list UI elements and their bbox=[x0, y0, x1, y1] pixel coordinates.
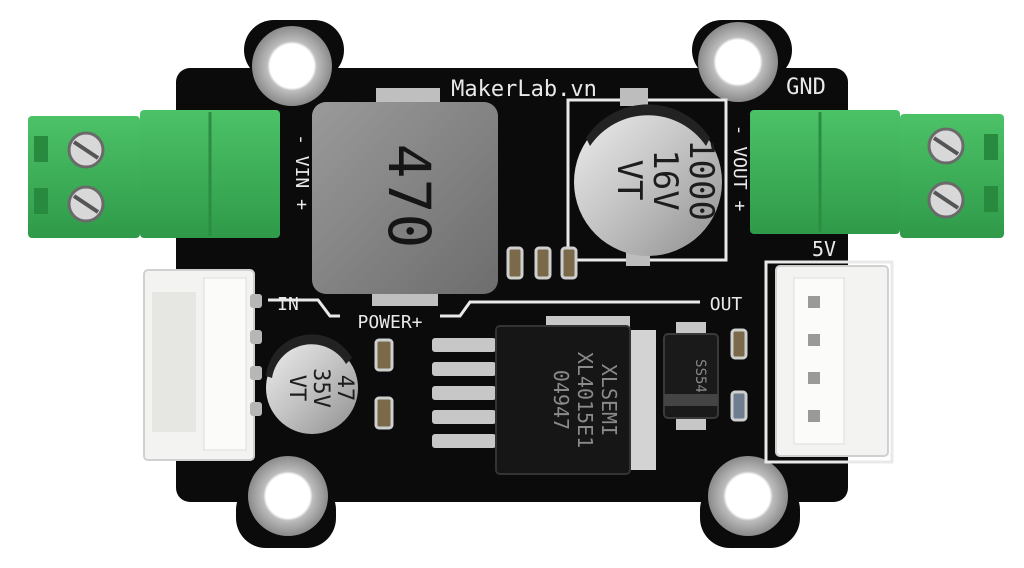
mounting-hole-bottom-right bbox=[708, 456, 788, 536]
mounting-hole-bottom-left bbox=[248, 456, 328, 536]
capacitor-value: 47 bbox=[332, 375, 357, 402]
silkscreen-lines bbox=[268, 298, 700, 318]
mounting-hole-top-right bbox=[698, 22, 778, 102]
capacitor-series: VT bbox=[609, 160, 649, 201]
ic-brand: XLSEMI bbox=[597, 364, 621, 436]
capacitor-voltage: 16V bbox=[645, 149, 685, 210]
capacitor-series: VT bbox=[284, 375, 309, 402]
capacitor-voltage: 35V bbox=[308, 368, 333, 408]
vin-label: - VIN + bbox=[291, 134, 312, 210]
mounting-hole-top-left bbox=[252, 26, 332, 106]
output-screw-terminal bbox=[750, 110, 1004, 238]
capacitor-1000uf: 1000 16V VT bbox=[566, 88, 728, 266]
input-screw-terminal bbox=[28, 110, 280, 238]
vout-label: - VOUT + bbox=[729, 125, 750, 212]
capacitor-value: 1000 bbox=[681, 139, 721, 221]
inductor: 470 bbox=[312, 88, 498, 306]
smd-components bbox=[374, 246, 748, 430]
diode-marking: SS54 bbox=[692, 359, 708, 393]
power-label: POWER+ bbox=[357, 312, 422, 333]
ic-part-number: XL4015E1 bbox=[573, 352, 597, 448]
brand-label: MakerLab.vn bbox=[451, 77, 597, 102]
gnd-label: GND bbox=[786, 75, 826, 100]
input-jst-connector bbox=[143, 269, 262, 461]
out-label: OUT bbox=[710, 294, 743, 315]
five-volt-label: 5V bbox=[812, 237, 836, 261]
inductor-marking: 470 bbox=[375, 144, 443, 249]
output-jst-connector bbox=[764, 260, 894, 464]
schottky-diode: SS54 bbox=[663, 322, 719, 430]
ic-date-code: 04947 bbox=[549, 370, 573, 430]
in-label: IN bbox=[277, 294, 299, 315]
capacitor-47uf: 47 35V VT bbox=[266, 334, 358, 434]
regulator-ic: XLSEMI XL4015E1 04947 bbox=[432, 316, 656, 475]
